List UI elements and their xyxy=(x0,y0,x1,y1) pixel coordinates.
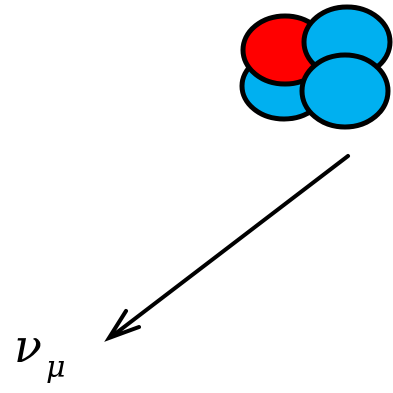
emission-arrow xyxy=(104,154,350,342)
neutrino-symbol: ν xyxy=(14,319,42,373)
arrow-shaft xyxy=(109,154,350,339)
neutrino-label: ν xyxy=(14,319,42,373)
neutrino-flavor-subscript: μ xyxy=(46,350,66,385)
neutrino-subscript-label: μ xyxy=(46,350,66,385)
arrow-head xyxy=(104,309,141,342)
nucleon-neutron-front xyxy=(299,52,391,130)
nucleus xyxy=(239,4,393,130)
